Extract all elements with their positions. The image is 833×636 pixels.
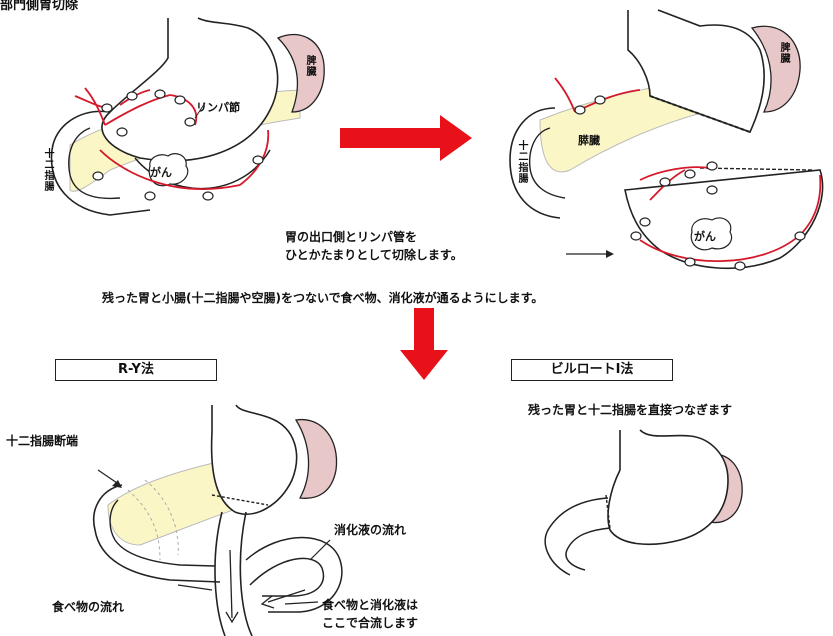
digestive-juice-flow-label: 消化液の流れ [334, 521, 406, 538]
header-fragment: 部門側胃切除 [0, 0, 78, 13]
duodenum-label-before: 十二指腸 [40, 148, 55, 192]
down-arrow [400, 308, 448, 380]
stomach-before-illustration [52, 18, 325, 215]
spleen-label-after: 脾臓 [776, 42, 791, 64]
spleen-ry [296, 420, 337, 499]
resection-note-line1: 胃の出口側とリンパ管を [285, 228, 417, 245]
right-arrow [340, 115, 472, 161]
remnant-stomach-b1 [608, 430, 728, 544]
duodenal-stump-label: 十二指腸断端 [6, 432, 78, 449]
billroth-illustration [545, 430, 742, 575]
resection-note-line2: ひとかたまりとして切除します。 [285, 246, 463, 263]
spleen-label-before: 脾臓 [302, 55, 317, 77]
cancer-label-after: がん [694, 228, 716, 244]
lymph-node-label: リンパ節 [196, 99, 240, 115]
merge-note-line2: ここで合流します [322, 614, 418, 631]
roux-en-y-illustration [94, 405, 342, 636]
merge-note-line1: 食べ物と消化液は [322, 596, 418, 613]
cancer-label-before: がん [150, 164, 172, 180]
duodenum-label-after: 十二指腸 [514, 140, 529, 184]
method-title-ry: R-Y法 [55, 359, 217, 381]
billroth-description: 残った胃と十二指腸を直接つなぎます [528, 401, 732, 418]
stomach-outline [102, 18, 278, 161]
reconnect-note: 残った胃と小腸(十二指腸や空腸)をつないで食べ物、消化液が通るようにします。 [102, 289, 543, 306]
pancreas-label-after: 膵臓 [578, 132, 600, 148]
method-title-billroth: ビルロートⅠ法 [511, 359, 673, 381]
jejunal-limb [215, 512, 252, 636]
duodenum-b1 [545, 498, 610, 575]
food-flow-label: 食べ物の流れ [52, 598, 124, 615]
